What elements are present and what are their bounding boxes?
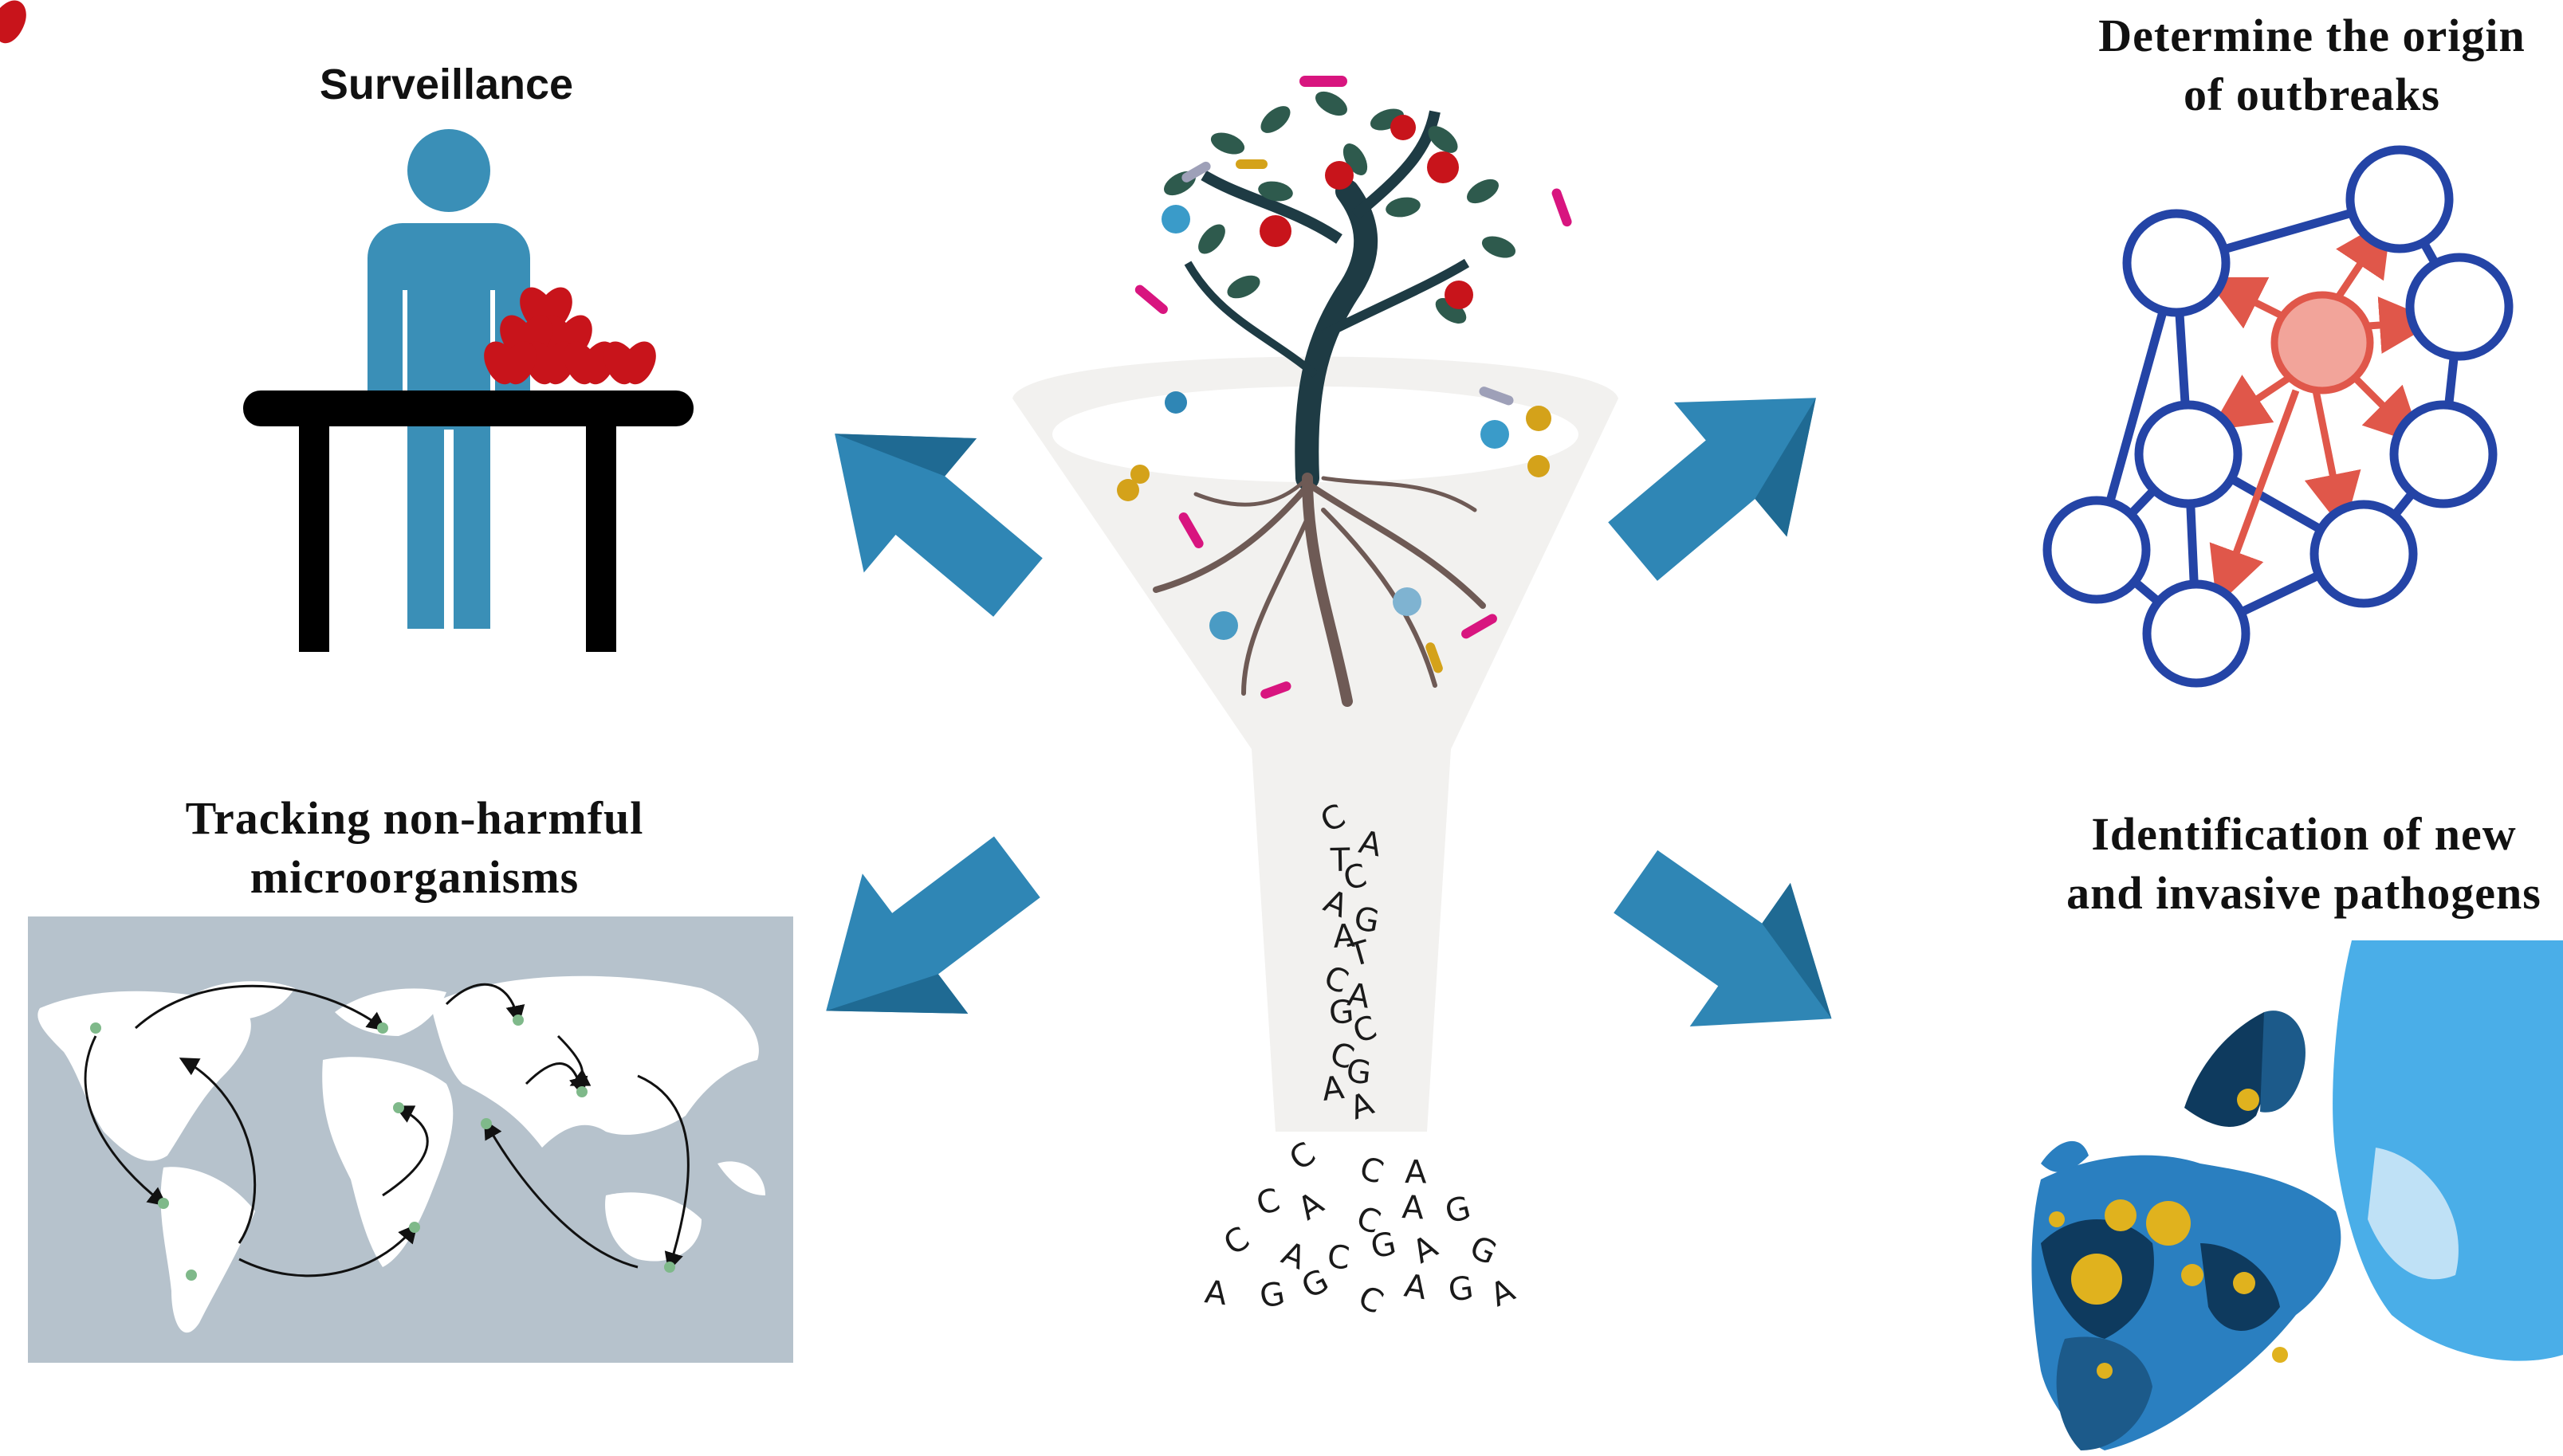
dna-letter: G xyxy=(1464,1229,1502,1273)
dna-letter: A xyxy=(1320,1069,1346,1109)
dna-letter: C xyxy=(1217,1220,1256,1263)
europe-map-icon xyxy=(2031,940,2563,1450)
dna-letter: G xyxy=(1441,1190,1474,1231)
dna-letter: A xyxy=(1407,1228,1445,1271)
dna-letter: G xyxy=(1257,1275,1288,1316)
dna-letter: A xyxy=(1291,1185,1331,1228)
tree-icon xyxy=(1117,76,1572,707)
dna-letter: C xyxy=(1252,1182,1284,1223)
origin-label-line1: Determine the origin xyxy=(2098,10,2526,61)
dna-letter: G xyxy=(1345,1053,1374,1092)
dna-letter: A xyxy=(1401,1267,1429,1307)
arrow-icon xyxy=(826,398,1832,1027)
dna-letter: C xyxy=(1355,1150,1388,1191)
tracking-label-line2: microorganisms xyxy=(250,851,580,904)
apple-icon xyxy=(0,0,656,385)
table-icon xyxy=(243,390,694,652)
origin-label-line2: of outbreaks xyxy=(2184,69,2440,121)
identification-label-line2: and invasive pathogens xyxy=(2066,867,2541,920)
dna-letter: G xyxy=(1368,1225,1400,1266)
tracking-label: Tracking non-harmful microorganisms xyxy=(96,789,733,907)
identification-label-line1: Identification of new xyxy=(2091,808,2517,860)
dna-letter: A xyxy=(1332,918,1356,956)
dna-letter: T xyxy=(1329,842,1350,879)
dna-letter: A xyxy=(1405,1154,1428,1191)
tracking-label-line1: Tracking non-harmful xyxy=(185,792,644,844)
dna-letter: C xyxy=(1353,1279,1389,1322)
dna-letter: G xyxy=(1327,993,1355,1032)
network-icon xyxy=(2042,145,2514,688)
world-map-icon xyxy=(28,916,793,1363)
dna-letter: A xyxy=(1203,1274,1229,1313)
dna-letter: G xyxy=(1446,1270,1476,1309)
origin-label: Determine the origin of outbreaks xyxy=(2041,6,2563,124)
surveillance-label: Surveillance xyxy=(319,61,574,108)
dna-letter: C xyxy=(1326,1238,1351,1277)
dna-letter: C xyxy=(1283,1135,1322,1178)
identification-label: Identification of new and invasive patho… xyxy=(2009,805,2563,923)
dna-letter: A xyxy=(1485,1272,1521,1315)
dna-letter: A xyxy=(1401,1189,1425,1226)
